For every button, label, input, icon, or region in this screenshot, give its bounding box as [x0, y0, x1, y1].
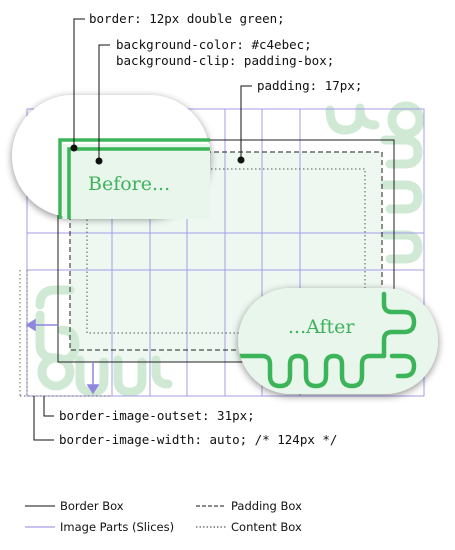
after-border-sample	[238, 291, 417, 389]
legend-border-box-label: Border Box	[60, 499, 124, 513]
outset-guides	[19, 270, 112, 397]
after-label: ...After	[288, 316, 355, 338]
leader-lines	[33, 18, 252, 441]
before-border-sample	[58, 138, 210, 219]
legend-content-box-label: Content Box	[231, 520, 302, 534]
background-clip-annotation: background-clip: padding-box;	[116, 53, 334, 68]
border-annotation: border: 12px double green;	[89, 11, 285, 26]
outset-arrows	[25, 318, 100, 395]
padding-box	[69, 151, 383, 351]
background-color-annotation: background-color: #c4ebec;	[116, 37, 312, 52]
legend-padding-box-label: Padding Box	[231, 499, 302, 513]
border-box	[57, 139, 395, 363]
content-box	[86, 168, 366, 334]
leader-dots	[70, 144, 245, 165]
padding-annotation: padding: 17px;	[257, 78, 362, 93]
legend: Border Box Padding Box Image Parts (Slic…	[25, 499, 302, 534]
image-width-annotation: border-image-width: auto; /* 124px */	[59, 432, 337, 447]
outset-annotation: border-image-outset: 31px;	[59, 408, 255, 423]
legend-image-parts-label: Image Parts (Slices)	[60, 520, 174, 534]
before-label: Before...	[88, 173, 170, 195]
